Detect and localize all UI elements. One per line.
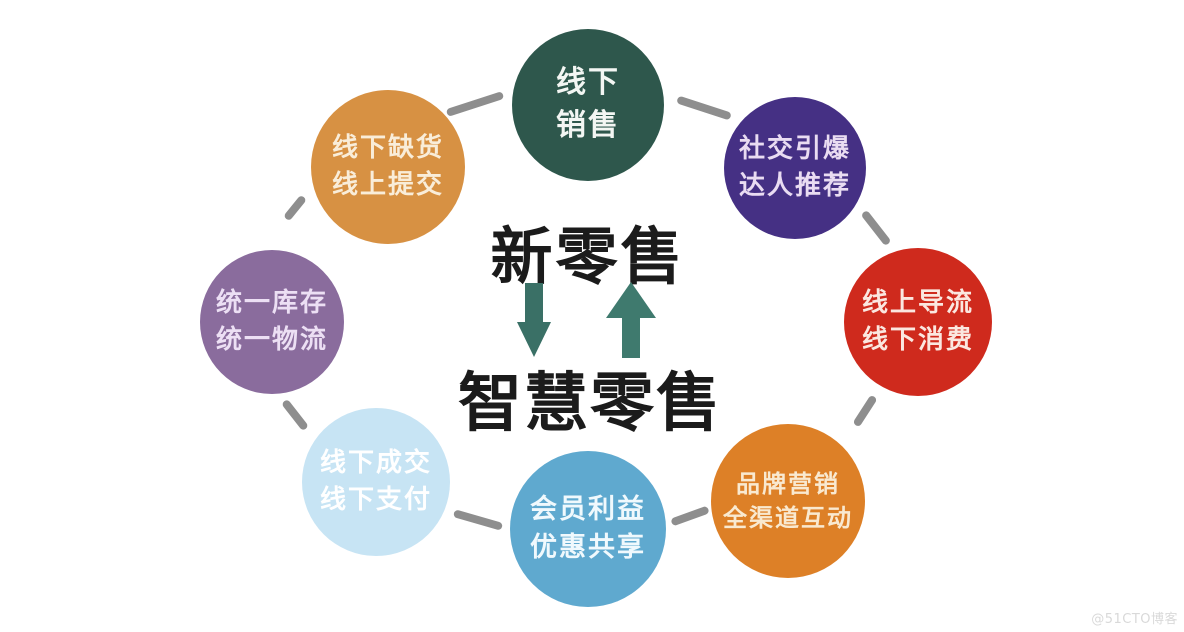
connector-line bbox=[452, 509, 504, 531]
node-label-line: 优惠共享 bbox=[530, 532, 646, 563]
arrows-svg bbox=[517, 282, 656, 358]
node-brand-marketing: 品牌营销全渠道互动 bbox=[711, 424, 865, 578]
connector-line bbox=[283, 194, 307, 222]
connector-line bbox=[860, 209, 892, 247]
connector-line bbox=[445, 91, 505, 117]
node-label-line: 销售 bbox=[556, 108, 620, 143]
exchange-arrows bbox=[505, 278, 670, 362]
node-label-line: 线上导流 bbox=[861, 288, 974, 319]
down-arrow-icon bbox=[517, 283, 551, 357]
node-member-benefit: 会员利益优惠共享 bbox=[510, 451, 666, 607]
up-arrow-icon bbox=[606, 282, 656, 358]
node-label-line: 线下支付 bbox=[319, 485, 432, 515]
node-label-line: 社交引爆 bbox=[738, 134, 851, 165]
node-label-line: 统一物流 bbox=[215, 325, 328, 355]
node-label-line: 线下消费 bbox=[861, 325, 974, 355]
node-label-line: 全渠道互动 bbox=[723, 504, 853, 532]
connector-line bbox=[852, 394, 878, 428]
node-online-divert: 线上导流线下消费 bbox=[844, 248, 992, 396]
node-label-line: 品牌营销 bbox=[736, 469, 840, 498]
node-label-line: 达人推荐 bbox=[738, 171, 851, 201]
node-unified-inventory: 统一库存统一物流 bbox=[200, 250, 344, 394]
node-label-line: 统一库存 bbox=[215, 288, 328, 319]
node-offline-stockout: 线下缺货线上提交 bbox=[311, 90, 465, 244]
node-label-line: 线下缺货 bbox=[331, 133, 444, 164]
node-label-line: 会员利益 bbox=[530, 493, 646, 525]
node-label-line: 线上提交 bbox=[331, 170, 444, 200]
node-offline-deal: 线下成交线下支付 bbox=[302, 408, 450, 556]
smart-retail-label: 智慧零售 bbox=[458, 367, 722, 441]
node-label-line: 线下成交 bbox=[319, 448, 432, 479]
connector-line bbox=[676, 95, 732, 121]
connector-line bbox=[670, 505, 710, 527]
node-offline-sales: 线下销售 bbox=[512, 29, 664, 181]
new-retail-label: 新零售 bbox=[490, 220, 686, 293]
node-label-line: 线下 bbox=[556, 65, 620, 101]
watermark: @51CTO博客 bbox=[1091, 612, 1178, 627]
node-social-boost: 社交引爆达人推荐 bbox=[724, 97, 866, 239]
connector-line bbox=[281, 398, 309, 432]
